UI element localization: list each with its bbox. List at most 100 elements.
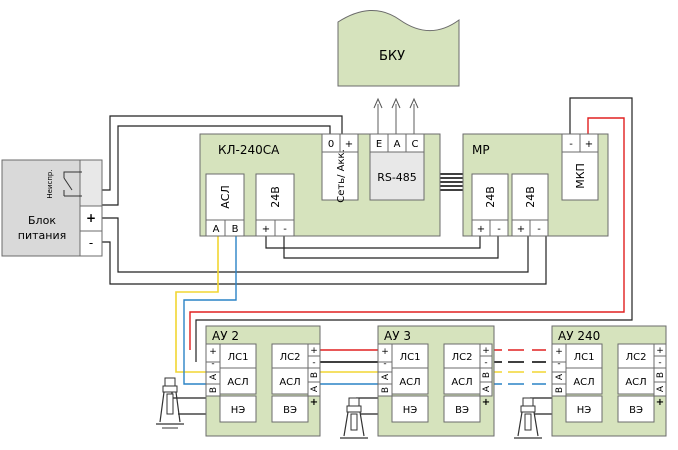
psu-label-2: питания [18,229,66,242]
mr-24v-left: 24В + - [471,173,509,237]
svg-text:А: А [381,373,391,380]
rs485-arrows [373,97,419,134]
set-akk-zero: 0 [328,139,334,150]
svg-text:В: В [209,387,219,393]
rs485-e: E [376,139,382,150]
kl240-24v-plus: + [262,224,270,235]
svg-text:+: + [482,346,490,356]
mr-24v-left-plus: + [477,224,485,235]
mr-24v-right-label: 24В [524,186,537,208]
svg-text:В: В [656,372,666,378]
svg-text:ЛС1: ЛС1 [228,352,249,363]
svg-text:ЛС1: ЛС1 [400,352,421,363]
svg-text:ВЭ: ВЭ [283,405,297,416]
mkp-minus: - [569,139,573,150]
bku-label: БКУ [379,49,405,64]
svg-text:АСЛ: АСЛ [399,377,420,388]
svg-text:В: В [482,372,492,378]
svg-text:ВЭ: ВЭ [455,405,469,416]
mr-title: МР [472,143,490,157]
psu-label-1: Блок [28,214,56,227]
sprinkler-icon [340,397,368,439]
relay-label: Неиспр. [46,169,54,198]
svg-text:ЛС1: ЛС1 [574,352,595,363]
chain-wires [320,349,552,385]
svg-text:+: + [310,397,318,408]
rs485-c: C [412,139,419,150]
rs485-block: E A C RS-485 [369,133,425,201]
svg-text:+: + [656,346,664,356]
kl240-title: КЛ-240СА [218,143,280,157]
svg-text:А: А [656,385,666,392]
svg-text:А: А [310,385,320,392]
svg-text:ЛС2: ЛС2 [452,352,473,363]
mkp-block: - + МКП [561,133,599,201]
svg-text:А: А [482,385,492,392]
svg-text:+: + [310,346,318,356]
au-unit-2: АУ 2 + - А В ЛС1 АСЛ НЭ ЛС2 АСЛ ВЭ + - В… [205,325,321,437]
svg-text:В: В [381,387,391,393]
kl240-24v-label: 24В [269,186,282,208]
au-title: АУ 2 [212,329,239,343]
au-unit-3: АУ 3 + - А В ЛС1 АСЛ НЭ ЛС2 АСЛ ВЭ + - В… [377,325,495,437]
svg-text:В: В [310,372,320,378]
au-unit-240: АУ 240 + - А В ЛС1 АСЛ НЭ ЛС2 АСЛ ВЭ + -… [551,325,667,437]
bku-block: БКУ [337,9,460,87]
svg-text:А: А [209,373,219,380]
set-akk-plus: + [345,139,353,150]
svg-text:АСЛ: АСЛ [279,377,300,388]
kl240-24v-minus: - [283,224,287,235]
kl240-module: КЛ-240СА АСЛ А В 24В + - 0 + Сеть/ Акк. [199,133,441,237]
svg-text:+: + [381,347,389,357]
kl240-term-b: В [232,224,239,235]
mkp-plus: + [585,139,593,150]
mr-24v-left-label: 24В [484,186,497,208]
au-title: АУ 3 [384,329,411,343]
mr-24v-right: 24В + - [511,173,549,237]
sprinkler-icon [156,377,184,429]
mr-module: МР 24В + - 24В + - - + МКП [462,133,609,237]
asl-wires [175,236,237,385]
svg-text:АСЛ: АСЛ [451,377,472,388]
svg-text:НЭ: НЭ [403,405,418,416]
svg-text:+: + [656,397,664,408]
svg-text:-: - [211,359,214,369]
au-title: АУ 240 [558,329,600,343]
set-akk-block: 0 + Сеть/ Акк. [321,133,359,203]
svg-text:-: - [484,358,487,368]
svg-text:А: А [555,373,565,380]
svg-text:В: В [555,387,565,393]
svg-text:ЛС2: ЛС2 [280,352,301,363]
rs485-label: RS-485 [377,171,417,184]
set-akk-label: Сеть/ Акк. [336,149,347,203]
svg-text:АСЛ: АСЛ [227,377,248,388]
power-supply-block: Неиспр. + - Блок питания [1,159,103,257]
mkp-wires [189,97,633,362]
svg-text:АСЛ: АСЛ [573,377,594,388]
svg-text:ЛС2: ЛС2 [626,352,647,363]
psu-minus: - [89,236,93,250]
svg-text:-: - [312,358,315,368]
kl240-asl-block: АСЛ А В [205,173,245,237]
relay-contact-icon [63,171,82,197]
mkp-label: МКП [574,163,587,189]
svg-text:НЭ: НЭ [577,405,592,416]
svg-text:+: + [555,347,563,357]
svg-text:НЭ: НЭ [231,405,246,416]
mr-24v-right-plus: + [517,224,525,235]
kl240-term-a: А [213,224,220,235]
svg-text:АСЛ: АСЛ [625,377,646,388]
mr-24v-left-minus: - [497,224,501,235]
psu-plus: + [86,211,96,225]
kl240-asl-label: АСЛ [219,185,232,208]
kl240-24v-block: 24В + - [255,173,295,237]
sprinkler-icon [514,397,542,439]
mr-24v-right-minus: - [537,224,541,235]
svg-text:ВЭ: ВЭ [629,405,643,416]
svg-text:+: + [209,347,217,357]
svg-text:-: - [383,359,386,369]
svg-text:-: - [658,358,661,368]
rs485-a: A [394,139,401,150]
svg-text:+: + [482,397,490,408]
